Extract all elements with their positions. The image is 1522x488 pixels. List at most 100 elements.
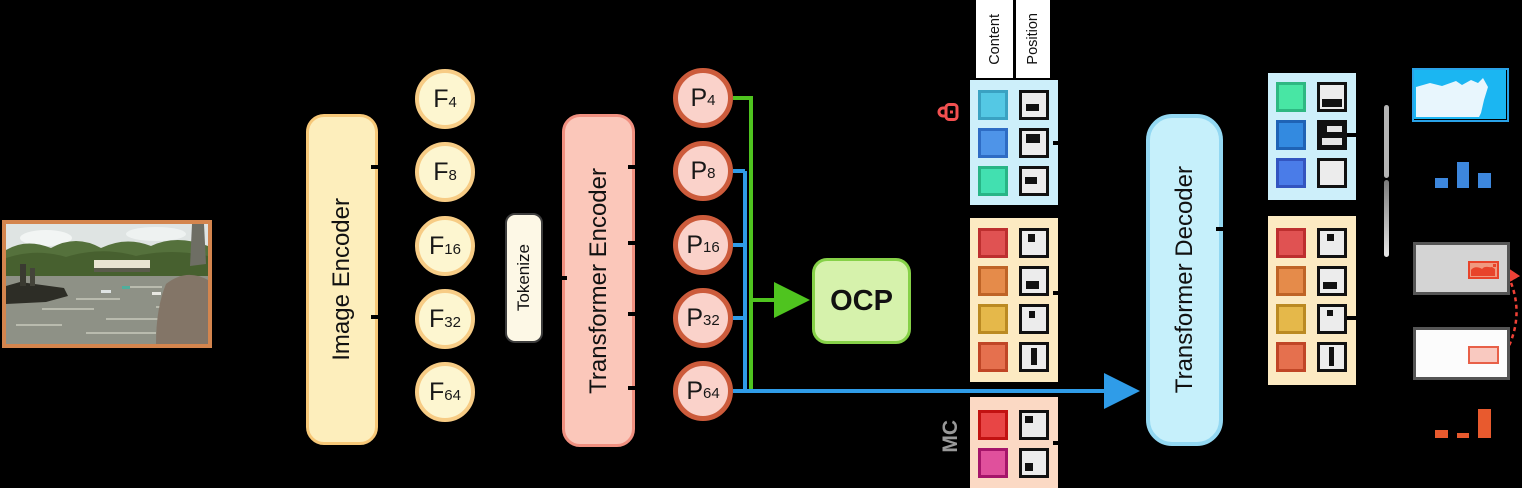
mc-label-text: MC [939,419,962,453]
connector-tick [628,386,636,390]
position-embedding-glyph [1317,228,1347,258]
connector-tick [1347,316,1357,320]
connector-tick [1216,227,1224,231]
class-score-bar [1456,433,1469,438]
query-row [978,166,1058,196]
connector-tick [559,276,567,280]
content-embedding-square [978,304,1008,334]
input-queries-standard-group [970,218,1058,382]
input-queries-mc-group [970,397,1058,488]
p4-to-ocp-green-arrow [733,96,810,389]
position-embedding-glyph [1019,448,1049,478]
transformer-encoder-label: Transformer Encoder [584,167,612,394]
content-embedding-square [978,90,1008,120]
position-embedding-glyph [1317,120,1347,150]
position-embedding-glyph [1317,82,1347,112]
content-embedding-square [978,342,1008,372]
position-embedding-glyph [1317,158,1347,188]
box-prediction-output [1413,327,1510,380]
position-embedding-glyph [1019,90,1049,120]
query-row [978,410,1058,440]
ocp-label: OCP [830,284,893,317]
content-embedding-square [1276,158,1306,188]
query-row [1276,342,1356,372]
query-row [978,448,1058,478]
content-embedding-square [1276,266,1306,296]
transformer-encoder-block: Transformer Encoder [562,114,635,447]
query-row [978,342,1058,372]
content-embedding-square [978,228,1008,258]
query-row [978,90,1058,120]
classification-bars-stuff [1435,162,1491,188]
query-row [1276,266,1356,296]
content-embedding-square [978,166,1008,196]
class-score-bar [1478,173,1491,188]
connector-tick [371,165,379,169]
position-embedding-glyph [1019,128,1049,158]
query-row [978,266,1058,296]
thing-mask-output-box [1413,242,1510,295]
query-row [978,128,1058,158]
query-row [978,228,1058,258]
thing-mask-crop [1468,261,1499,279]
connector-tick [628,312,636,316]
content-embedding-square [978,128,1008,158]
connector-tick [1053,441,1061,445]
content-embedding-square [1276,342,1306,372]
tokenize-block: Tokenize [505,213,543,343]
position-embedding-glyph [1019,166,1049,196]
position-embedding-glyph [1317,304,1347,334]
query-row [978,304,1058,334]
position-embedding-glyph [1019,304,1049,334]
class-score-bar [1456,162,1469,188]
position-embedding-glyph [1317,342,1347,372]
content-embedding-square [1276,82,1306,112]
connector-tick [628,165,636,169]
transformer-decoder-block: Transformer Decoder [1146,114,1223,446]
query-row [1276,82,1356,112]
content-embedding-square [978,410,1008,440]
connector-tick [371,315,379,319]
ocp-block: OCP [812,258,911,344]
content-embedding-square [1276,304,1306,334]
connector-tick [1347,133,1357,137]
position-embedding-glyph [1019,342,1049,372]
connector-tick [628,241,636,245]
image-encoder-block: Image Encoder [306,114,378,445]
tokenize-label: Tokenize [514,244,533,312]
class-score-bar [1435,430,1448,438]
content-embedding-square [1276,120,1306,150]
stuff-mask-output [1412,68,1509,122]
river-scene-illustration [6,224,208,344]
position-embedding-glyph [1019,266,1049,296]
output-queries-locked-group [1268,73,1356,200]
class-score-bar [1435,178,1448,188]
position-embedding-glyph [1019,410,1049,440]
p-features-to-decoder-blue-arrow [733,169,1140,409]
output-queries-standard-group [1268,216,1356,385]
output-connector-bar-bottom [1384,180,1389,257]
content-header-label: Content [986,13,1003,65]
predicted-box-rect [1468,346,1499,364]
query-row [1276,228,1356,258]
position-column-header: Position [1016,0,1050,78]
query-row [1276,304,1356,334]
input-queries-locked-group [970,80,1058,205]
image-encoder-label: Image Encoder [328,198,355,361]
query-row [1276,158,1356,188]
transformer-decoder-label: Transformer Decoder [1170,166,1198,394]
content-column-header: Content [976,0,1013,78]
mc-queries-label: MC [936,400,966,472]
class-score-bar [1478,409,1491,438]
content-embedding-square [978,266,1008,296]
position-embedding-glyph [1019,228,1049,258]
connector-tick [1053,291,1061,295]
connector-tick [1053,141,1061,145]
